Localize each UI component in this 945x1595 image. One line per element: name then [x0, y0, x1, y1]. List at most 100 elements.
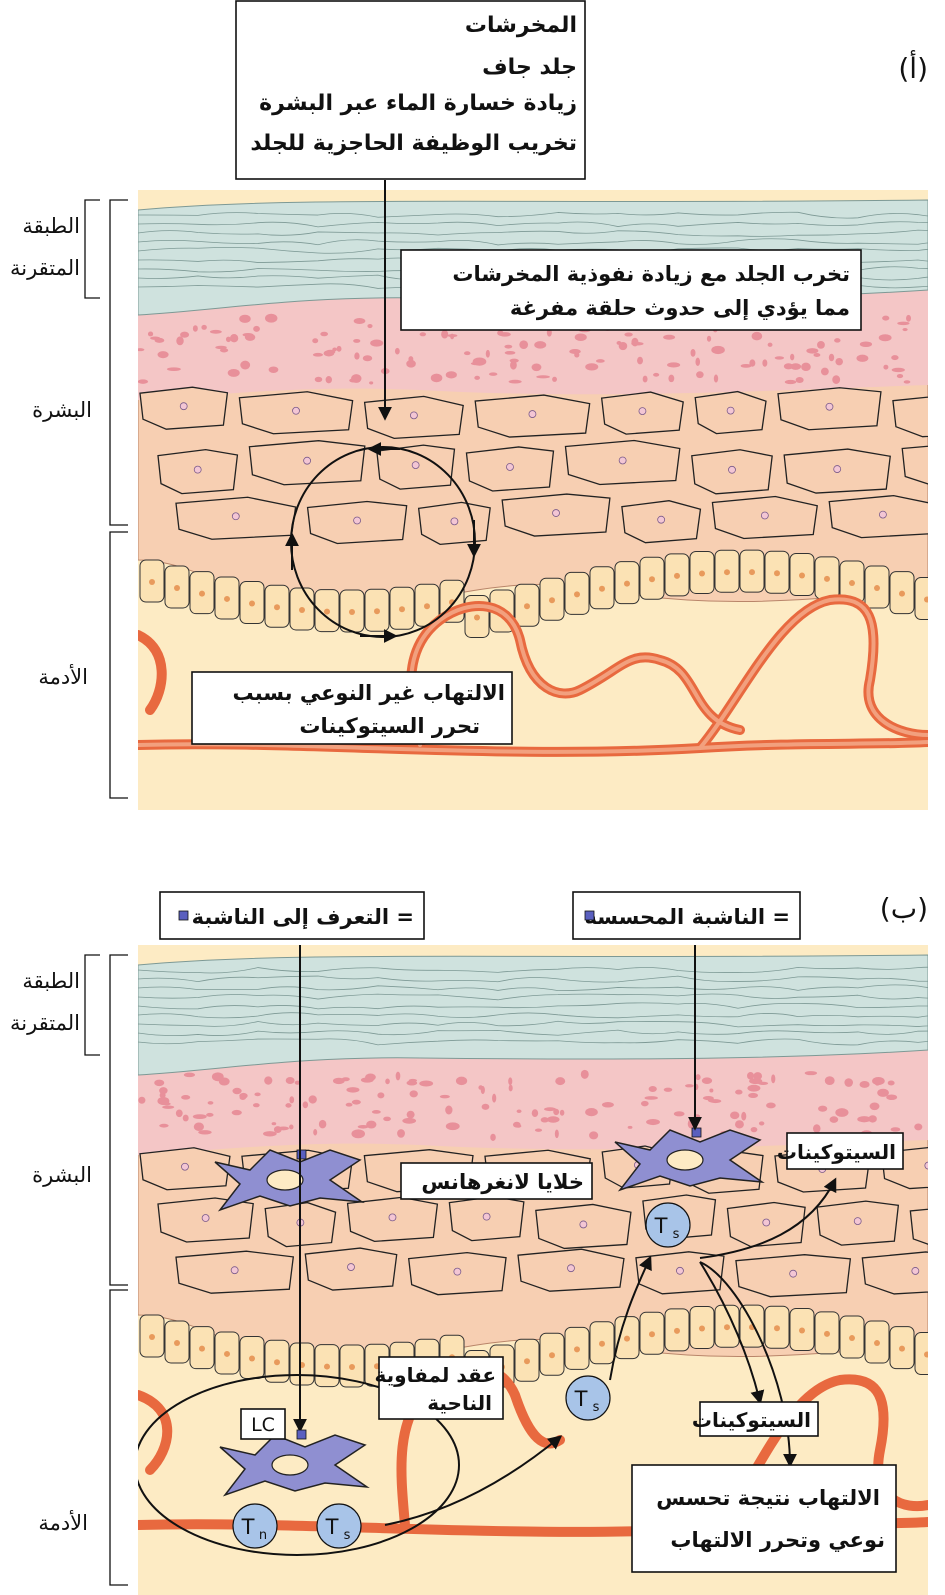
dermis-label-a: الأدمة — [38, 664, 88, 689]
ts-cell-dermis: T s — [565, 1375, 611, 1421]
granule-dot — [896, 374, 904, 379]
basal-nucleus — [899, 1345, 905, 1352]
damage-line-1: تخرب الجلد مع زيادة نفوذية المخرشات — [452, 262, 850, 286]
hapten-box — [572, 891, 801, 940]
granule-dot — [903, 380, 911, 384]
basal-nucleus — [349, 1363, 355, 1370]
granule-dot — [341, 1077, 350, 1082]
basal-nucleus — [799, 572, 805, 579]
corneum-label-b-2: المتقرنة — [10, 1011, 80, 1035]
granule-dot — [209, 329, 222, 334]
granule-dot — [353, 338, 361, 343]
granule-dot — [601, 1102, 614, 1108]
granule-dot — [211, 1072, 224, 1082]
granule-dot — [804, 1071, 818, 1076]
corneum-line — [138, 984, 928, 992]
granule-dot — [544, 1107, 557, 1112]
granule-dot — [138, 1096, 146, 1104]
granule-dot — [874, 1081, 880, 1086]
granule-dot — [832, 375, 841, 384]
granule-dot — [711, 345, 725, 355]
basal-nucleus — [574, 591, 580, 598]
nucleus — [201, 1214, 210, 1222]
nucleus — [618, 456, 627, 465]
granule-dot — [264, 1076, 273, 1085]
granule-dot — [314, 376, 323, 383]
granule-dot — [277, 1126, 289, 1131]
basal-nucleus — [899, 590, 905, 597]
granule-dot — [289, 1096, 295, 1104]
nucleus — [450, 517, 459, 526]
granule-dot — [585, 1108, 598, 1117]
granule-dot — [240, 360, 251, 370]
granule-dot — [138, 348, 145, 352]
granule-dot — [497, 330, 504, 336]
granule-dot — [646, 1119, 660, 1126]
granule-dot — [313, 1129, 318, 1136]
panel-b-marker: (ب) — [880, 892, 928, 925]
basal-nucleus — [874, 1340, 880, 1347]
granule-dot — [439, 1094, 450, 1099]
granule-dot — [748, 1092, 759, 1098]
nucleus — [193, 465, 202, 474]
basal-nucleus — [649, 1331, 655, 1338]
cytokine-up-arrow — [699, 1177, 837, 1259]
basal-nucleus — [724, 1324, 730, 1331]
granule-dot — [285, 1077, 295, 1084]
granule-dot — [813, 353, 821, 357]
nucleus — [388, 1213, 397, 1222]
granule-dot — [351, 1129, 366, 1139]
basal-nucleus — [574, 1346, 580, 1353]
basal-nucleus — [274, 1359, 280, 1366]
corneum-label-a-2: المتقرنة — [10, 256, 80, 280]
layer-brackets-b — [84, 954, 128, 1586]
lc-antigen-square-icon — [296, 1429, 307, 1440]
keratinocyte — [901, 445, 928, 485]
corneum-line — [138, 993, 928, 1001]
granule-dot — [406, 1110, 415, 1119]
granule-dot — [667, 362, 681, 368]
nucleus — [453, 1267, 462, 1276]
granule-dot — [555, 1077, 566, 1086]
granule-dot — [162, 1102, 171, 1106]
granule-dot — [268, 366, 279, 374]
nucleus — [303, 456, 312, 465]
granule-dot — [749, 359, 756, 367]
basal-nucleus — [224, 1350, 230, 1357]
granule-dot — [595, 359, 605, 363]
granule-dot — [859, 1081, 870, 1088]
granule-dot — [325, 375, 332, 384]
langerhans-cell-node — [219, 1434, 370, 1497]
granule-dot — [882, 315, 890, 321]
granule-dot — [176, 336, 184, 346]
irritants-line-2: جلد جاف — [482, 55, 577, 80]
granule-dot — [183, 1072, 196, 1078]
granule-dot — [201, 324, 207, 330]
granule-dot — [508, 1077, 513, 1086]
corneum-line — [138, 966, 928, 974]
granule-dot — [512, 1121, 521, 1128]
granule-dot — [878, 334, 892, 342]
recognition-square-icon — [178, 910, 189, 921]
granule-dot — [552, 376, 557, 382]
granule-dot — [835, 357, 843, 366]
granule-dot — [531, 1109, 539, 1118]
granule-dot — [362, 355, 373, 362]
granule-dot — [886, 1094, 898, 1101]
allergic-line-1: الالتهاب نتيجة تحسس — [656, 1486, 880, 1510]
basal-nucleus — [199, 590, 205, 597]
granule-dot — [663, 334, 676, 340]
langerhans-nucleus — [266, 1169, 304, 1191]
granule-dot — [644, 1096, 658, 1100]
damage-box — [400, 249, 862, 331]
granule-dot — [302, 1101, 309, 1109]
granule-dot — [198, 1130, 212, 1135]
granule-dot — [406, 1080, 418, 1086]
granule-dot — [332, 347, 337, 352]
granule-dot — [271, 1122, 277, 1126]
granule-dot — [709, 1088, 714, 1093]
blood-vessels-a-inner — [138, 597, 928, 754]
granule-dot — [508, 1084, 513, 1092]
granule-dot — [252, 1103, 260, 1108]
